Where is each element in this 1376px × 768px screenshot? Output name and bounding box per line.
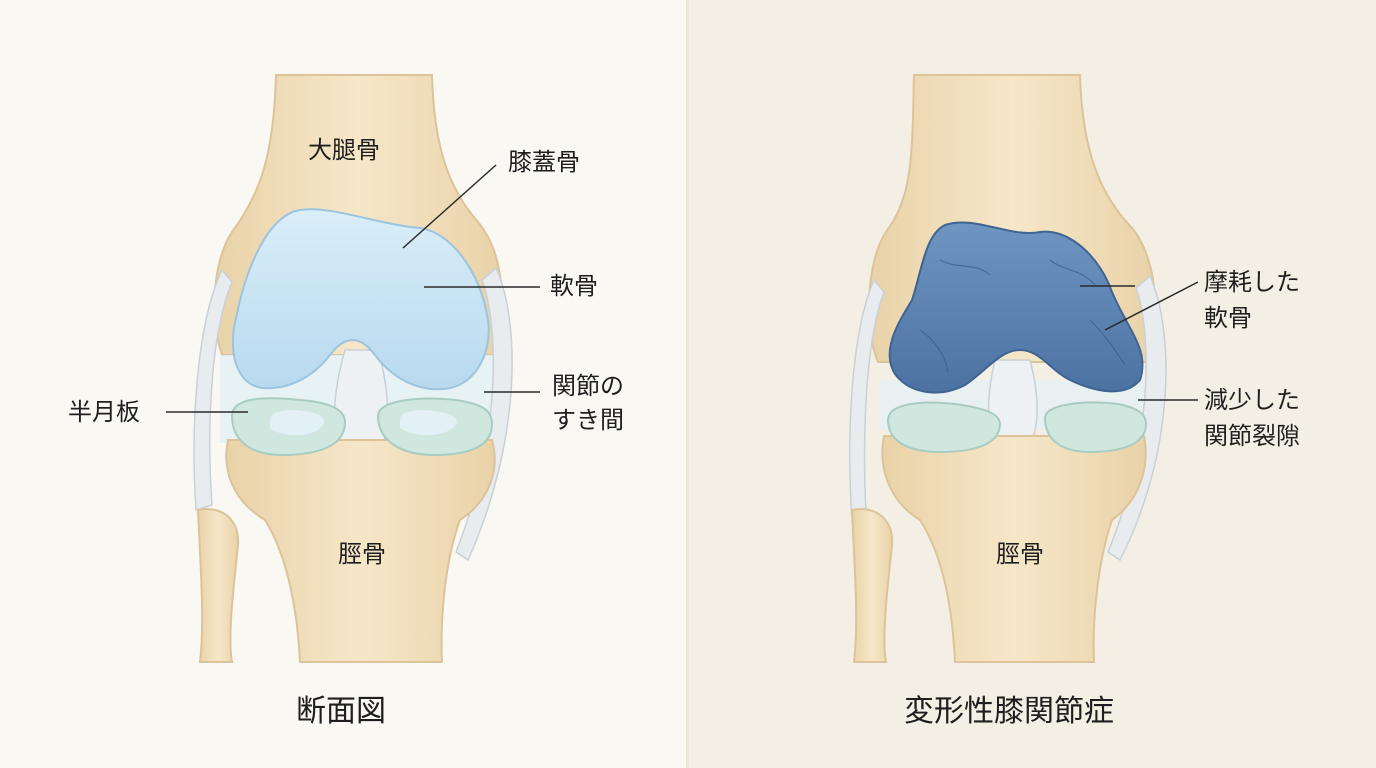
right-caption: 変形性膝関節症 (904, 694, 1114, 729)
oa-meniscus-shape (886, 401, 1148, 454)
femur-label: 大腿骨 (308, 136, 380, 164)
left-caption: 断面図 (296, 694, 386, 729)
worn-cartilage-label-line2: 軟骨 (1204, 304, 1252, 332)
left-ligament (193, 268, 233, 511)
cartilage-wear-texture (919, 259, 1126, 373)
normal-knee-drawing (193, 74, 513, 663)
right-ligament (455, 266, 513, 562)
oa-knee-drawing (849, 74, 1167, 663)
cartilage-label: 軟骨 (550, 272, 598, 300)
meniscus-label: 半月板 (68, 398, 140, 426)
meniscus-shape (230, 397, 494, 457)
tibia-shape (225, 439, 496, 663)
joint-space-label-line2: すき間 (552, 406, 624, 434)
healthy-cartilage-shape (231, 208, 490, 391)
left-leader-lines (166, 164, 540, 413)
oa-tibia-shape (881, 435, 1147, 663)
panel-divider (686, 0, 689, 768)
narrowed-space-label-line2: 関節裂隙 (1204, 422, 1300, 450)
narrowed-space-label-line1: 減少した (1204, 386, 1300, 414)
right-leader-lines (1080, 281, 1199, 401)
oa-fibula-shape (850, 508, 894, 663)
patella-label: 膝蓋骨 (508, 148, 580, 176)
fibula-shape (196, 508, 240, 663)
tibia-label: 脛骨 (338, 540, 386, 568)
worn-cartilage-label-line1: 摩耗した (1204, 268, 1300, 296)
oa-right-ligament (1107, 274, 1167, 562)
oa-tibia-label: 脛骨 (996, 540, 1044, 568)
joint-space-label-line1: 関節の (552, 372, 624, 400)
worn-cartilage-shape (888, 221, 1144, 394)
